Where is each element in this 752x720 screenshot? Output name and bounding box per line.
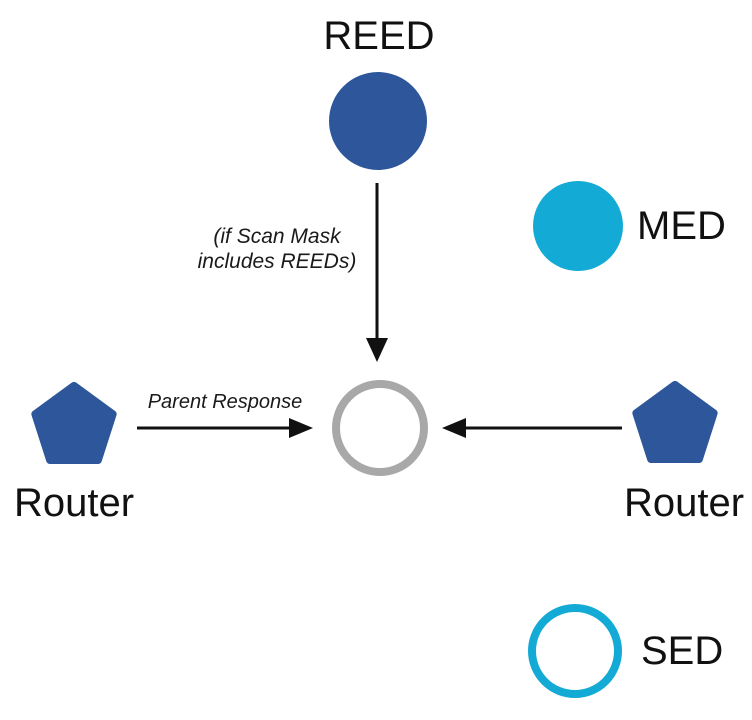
- med-node-circle: [533, 181, 623, 271]
- med-node-label: MED: [637, 204, 726, 248]
- reed-node-circle: [329, 72, 427, 170]
- router-left-label: Router: [14, 481, 135, 525]
- router-left-pentagon-icon: [31, 381, 117, 464]
- arrow-router-left-to-center: [137, 418, 313, 438]
- sed-node-label: SED: [641, 629, 724, 673]
- scan-mask-caption-line2: includes REEDs): [197, 250, 357, 273]
- reed-node-label: REED: [323, 14, 435, 58]
- scan-mask-caption-line1: (if Scan Mask: [213, 225, 341, 248]
- parent-response-caption: Parent Response: [147, 391, 303, 413]
- router-right-pentagon-icon: [632, 380, 718, 463]
- router-right-label: Router: [624, 481, 745, 525]
- sed-node-circle: [528, 604, 622, 698]
- scan-mask-caption: (if Scan Mask includes REEDs): [177, 224, 377, 274]
- center-node-circle: [332, 380, 428, 476]
- arrow-router-right-to-center: [442, 418, 622, 438]
